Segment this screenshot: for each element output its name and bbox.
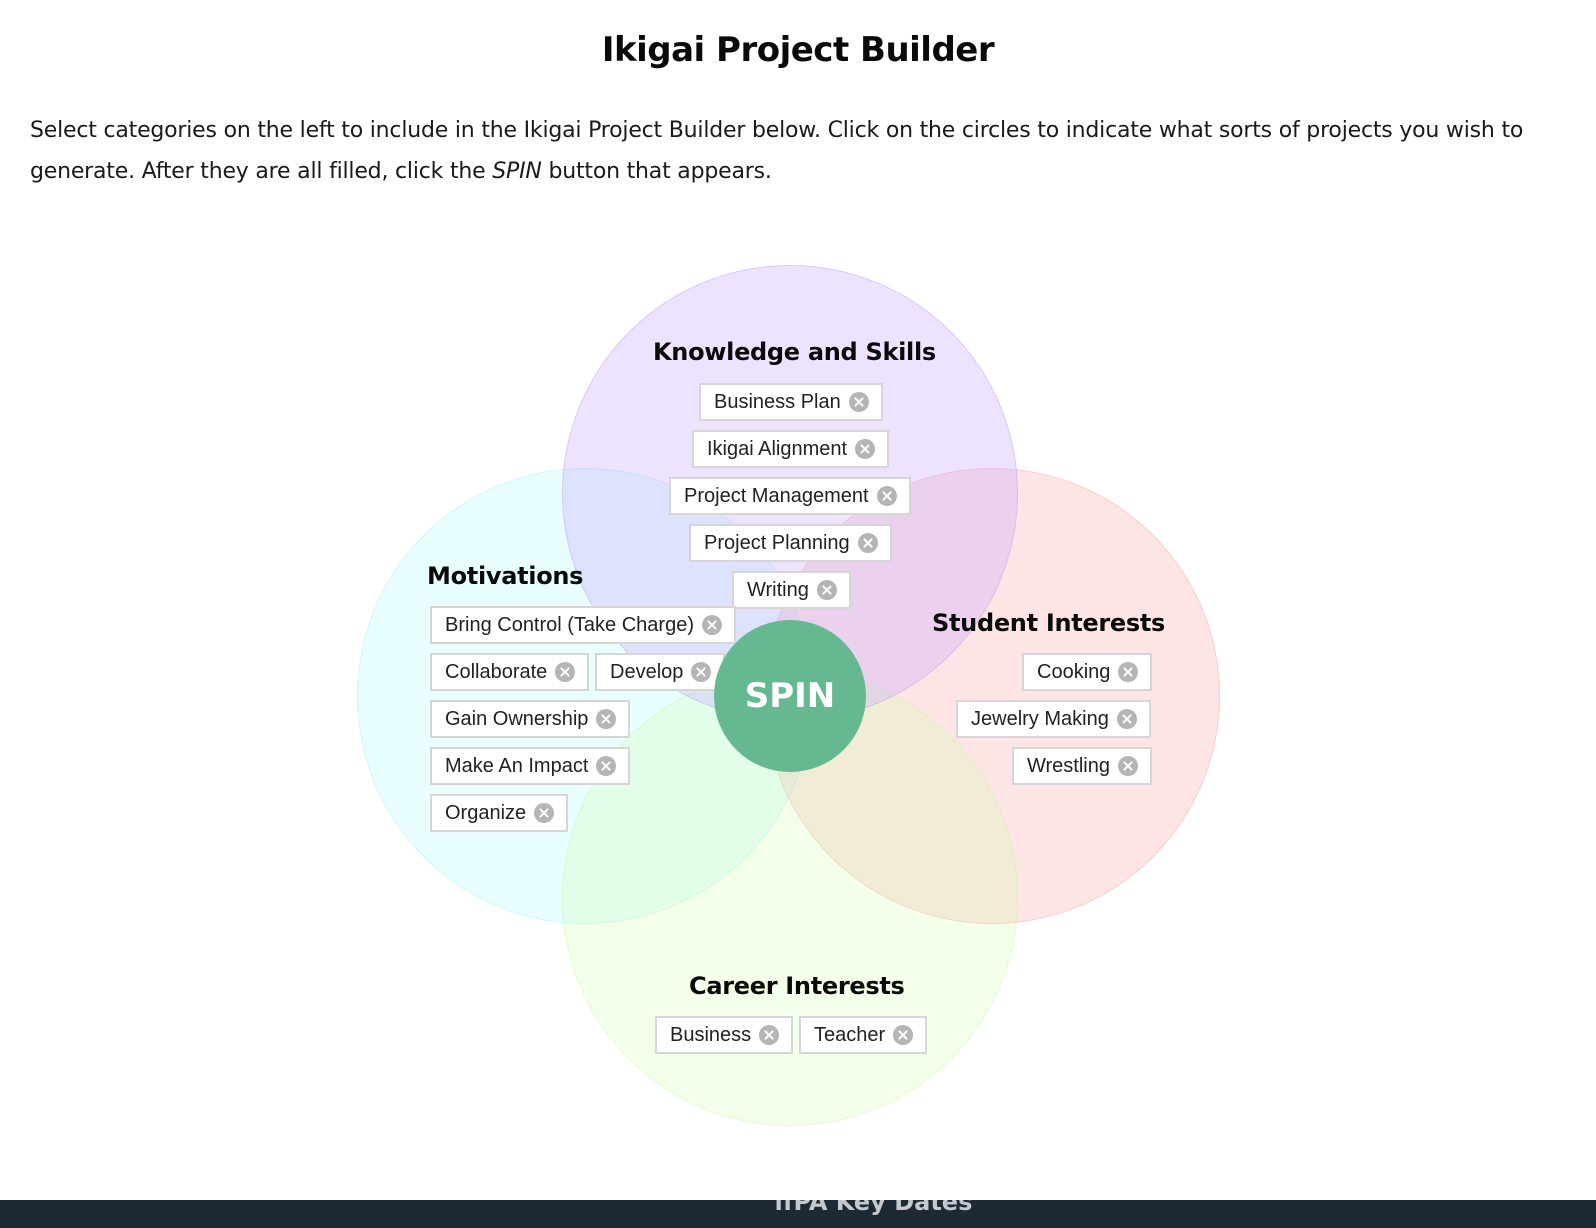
tag-label: Project Planning [704,531,850,554]
remove-tag-icon[interactable] [759,1025,780,1045]
ikigai-panel: Ikigai Project Builder Select categories… [0,0,1596,1200]
remove-tag-icon[interactable] [1116,709,1137,729]
tag-label: Wrestling [1027,754,1110,777]
remove-tag-icon[interactable] [876,486,897,506]
remove-tag-icon[interactable] [816,580,837,600]
intro-text-part1: Select categories on the left to include… [30,118,1524,184]
tag-label: Bring Control (Take Charge) [445,613,694,636]
tag-label: Business [670,1023,752,1046]
page-title: Ikigai Project Builder [601,30,995,70]
tag-label: Writing [747,578,809,601]
tag-label: Project Management [684,484,869,507]
tag-label: Teacher [814,1023,886,1046]
tag-ikigai-alignment: Ikigai Alignment [692,430,890,468]
tag-business-plan: Business Plan [699,383,883,421]
remove-tag-icon[interactable] [893,1025,914,1045]
intro-text-part2: button that appears. [541,159,772,184]
knowledge-skills-title: Knowledge and Skills [653,338,936,366]
tag-wrestling: Wrestling [1012,747,1152,785]
remove-tag-icon[interactable] [534,803,555,823]
tag-project-planning: Project Planning [689,524,892,562]
tag-label: Cooking [1037,660,1111,683]
tag-label: Gain Ownership [445,707,589,730]
tag-teacher: Teacher [799,1016,928,1054]
remove-tag-icon[interactable] [702,615,722,635]
spin-button[interactable]: SPIN [714,620,866,772]
tag-project-management: Project Management [669,477,911,515]
tag-writing: Writing [732,571,851,609]
intro-spin-emphasis: SPIN [492,159,542,184]
remove-tag-icon[interactable] [1118,756,1138,776]
tag-label: Collaborate [445,660,548,683]
intro-text: Select categories on the left to include… [30,110,1570,192]
remove-tag-icon[interactable] [596,709,617,729]
remove-tag-icon[interactable] [848,392,869,412]
tag-label: Develop [610,660,684,683]
tag-jewelry-making: Jewelry Making [956,700,1151,738]
tag-label: Make An Impact [445,754,589,777]
footer-partial-heading: ffPA Key Dates [774,1200,973,1216]
remove-tag-icon[interactable] [1118,662,1139,682]
tag-label: Business Plan [714,390,841,413]
remove-tag-icon[interactable] [555,662,576,682]
remove-tag-icon[interactable] [691,662,712,682]
career-interests-title: Career Interests [689,972,905,1000]
footer-strip: ffPA Key Dates [0,1200,1596,1228]
remove-tag-icon[interactable] [855,439,876,459]
motivations-title: Motivations [427,562,584,590]
student-interests-title: Student Interests [932,609,1166,637]
tag-collaborate: Collaborate [430,653,590,691]
tag-label: Jewelry Making [971,707,1109,730]
remove-tag-icon[interactable] [596,756,617,776]
tag-label: Ikigai Alignment [707,437,848,460]
tag-organize: Organize [430,794,569,832]
tag-label: Organize [445,801,527,824]
tag-develop: Develop [595,653,726,691]
tag-business: Business [655,1016,794,1054]
tag-gain-ownership: Gain Ownership [430,700,631,738]
tag-make-an-impact: Make An Impact [430,747,631,785]
remove-tag-icon[interactable] [857,533,878,553]
tag-cooking: Cooking [1022,653,1153,691]
tag-bring-control: Bring Control (Take Charge) [430,606,736,644]
